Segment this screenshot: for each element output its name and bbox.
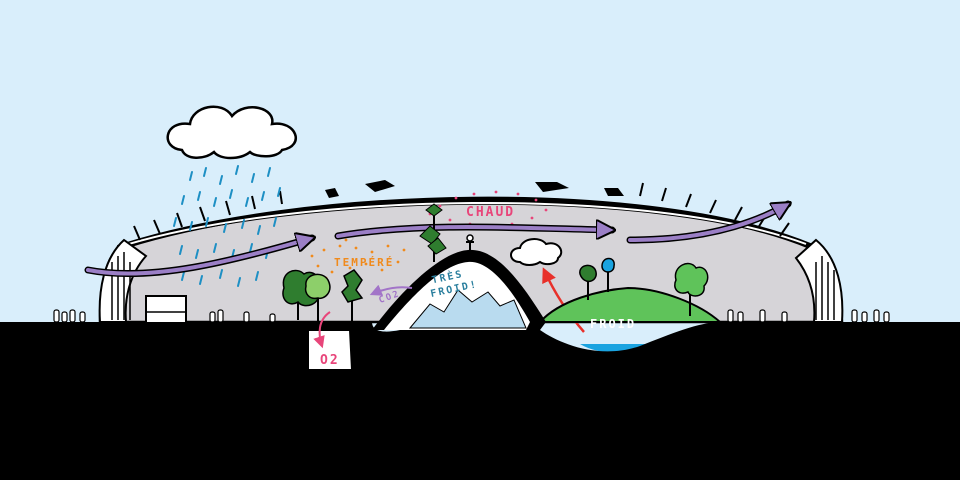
green-hill <box>537 286 723 353</box>
people-figures <box>53 309 890 323</box>
tree-icon <box>304 273 331 322</box>
mountain-icon <box>372 234 546 330</box>
label-cold: FROID <box>590 317 636 331</box>
arrow-icon <box>369 284 413 296</box>
label-temperate: TEMPÉRÉ <box>334 256 394 269</box>
roof-spikes <box>133 182 790 241</box>
tree-icon <box>579 264 597 300</box>
tree-icon <box>419 203 447 262</box>
ground <box>0 322 960 480</box>
arrow-icon <box>628 204 788 242</box>
tree-icon <box>601 257 615 292</box>
building <box>145 295 187 325</box>
label-hot: CHAUD <box>466 205 515 220</box>
cloud-icon <box>166 105 297 160</box>
cloud-icon <box>510 238 563 266</box>
tree-icon <box>674 262 709 316</box>
arrow-icon <box>313 311 331 349</box>
arrow-icon <box>86 238 312 276</box>
label-o2: O2 <box>320 353 340 368</box>
arrow-icon <box>336 227 612 236</box>
tree-icon <box>341 269 364 324</box>
